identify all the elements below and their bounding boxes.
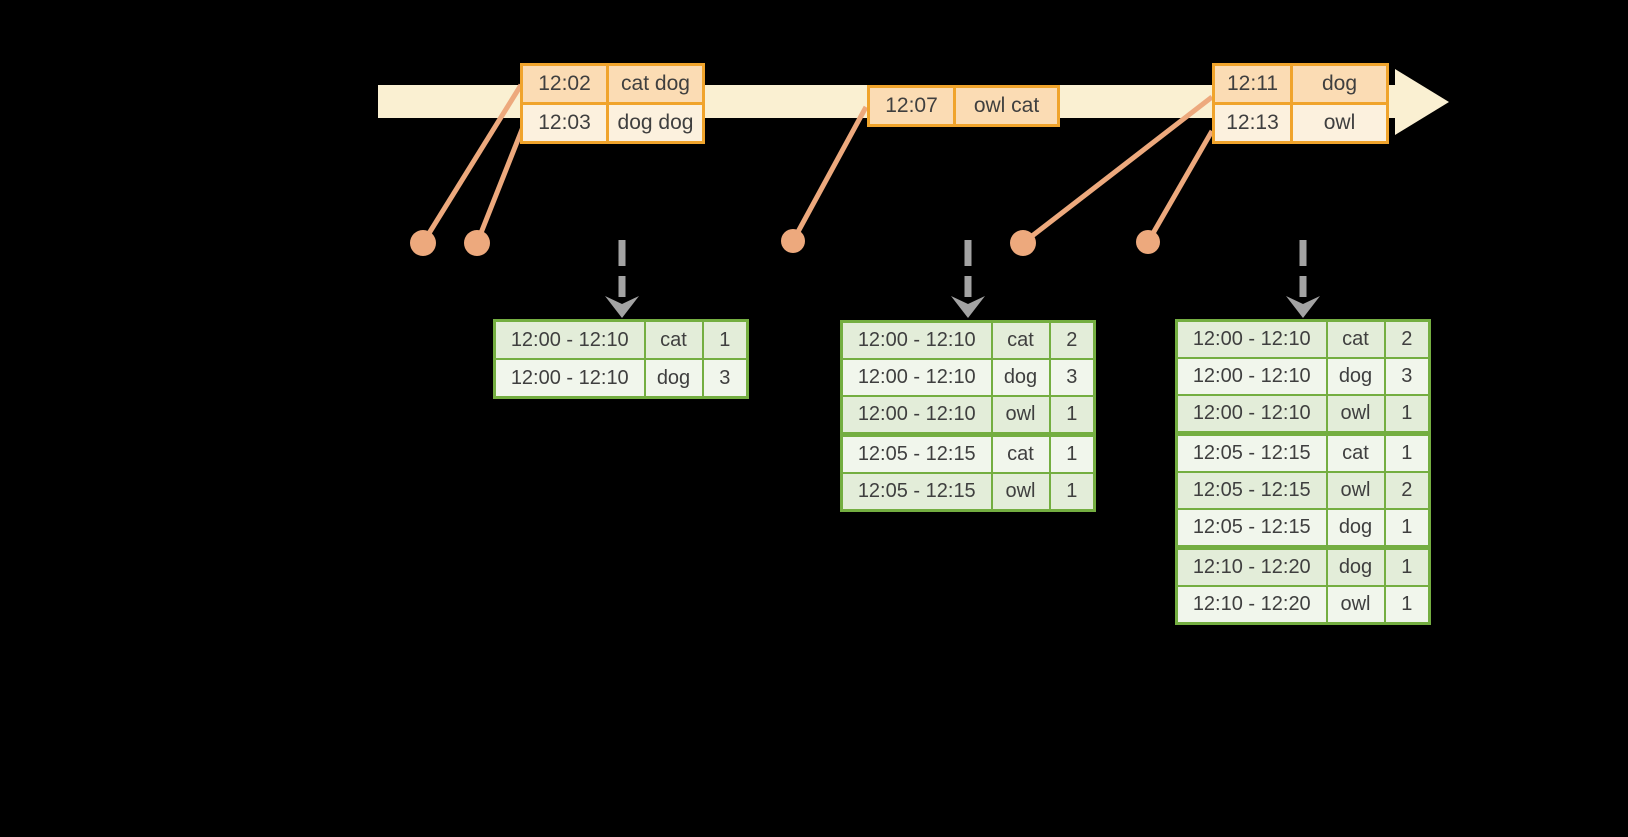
result-row: 12:05 - 12:15 cat 1 bbox=[1175, 431, 1431, 473]
word-cell: cat bbox=[1325, 431, 1386, 473]
event-dot bbox=[464, 230, 490, 256]
connector-line bbox=[474, 126, 526, 244]
result-table-2: 12:00 - 12:10 cat 2 12:00 - 12:10 dog 3 … bbox=[840, 320, 1096, 512]
trigger-arrowhead-icon bbox=[951, 296, 985, 318]
count-cell: 1 bbox=[1383, 394, 1431, 435]
window-cell: 12:00 - 12:10 bbox=[1175, 357, 1328, 396]
window-cell: 12:00 - 12:10 bbox=[840, 320, 993, 360]
window-cell: 12:05 - 12:15 bbox=[1175, 431, 1328, 473]
event-time-cell: 12:13 bbox=[1212, 102, 1293, 144]
event-dot bbox=[1010, 230, 1036, 256]
window-cell: 12:00 - 12:10 bbox=[493, 319, 646, 360]
word-cell: cat bbox=[990, 432, 1051, 474]
window-cell: 12:10 - 12:20 bbox=[1175, 585, 1328, 625]
count-cell: 1 bbox=[701, 319, 749, 360]
result-row: 12:10 - 12:20 owl 1 bbox=[1175, 585, 1431, 625]
window-cell: 12:00 - 12:10 bbox=[1175, 394, 1328, 435]
result-table-3: 12:00 - 12:10 cat 2 12:00 - 12:10 dog 3 … bbox=[1175, 319, 1431, 625]
event-table-2: 12:07 owl cat bbox=[867, 85, 1060, 127]
event-words-cell: dog bbox=[1290, 63, 1389, 105]
result-row: 12:00 - 12:10 cat 2 bbox=[840, 320, 1096, 360]
event-words-cell: dog dog bbox=[606, 102, 705, 144]
count-cell: 1 bbox=[1383, 545, 1431, 587]
count-cell: 3 bbox=[1048, 358, 1096, 397]
window-cell: 12:05 - 12:15 bbox=[840, 472, 993, 512]
result-row: 12:00 - 12:10 dog 3 bbox=[493, 358, 749, 399]
count-cell: 1 bbox=[1048, 395, 1096, 436]
word-cell: owl bbox=[1325, 585, 1386, 625]
connector-line bbox=[790, 105, 869, 243]
window-cell: 12:05 - 12:15 bbox=[840, 432, 993, 474]
result-row: 12:00 - 12:10 cat 2 bbox=[1175, 319, 1431, 359]
window-cell: 12:00 - 12:10 bbox=[840, 395, 993, 436]
connector-line bbox=[1145, 129, 1215, 244]
result-row: 12:05 - 12:15 dog 1 bbox=[1175, 508, 1431, 549]
result-row: 12:00 - 12:10 cat 1 bbox=[493, 319, 749, 360]
window-cell: 12:05 - 12:15 bbox=[1175, 471, 1328, 510]
word-cell: dog bbox=[990, 358, 1051, 397]
word-cell: dog bbox=[1325, 508, 1386, 549]
word-cell: owl bbox=[1325, 471, 1386, 510]
result-row: 12:05 - 12:15 owl 2 bbox=[1175, 471, 1431, 510]
event-words-cell: cat dog bbox=[606, 63, 705, 105]
count-cell: 2 bbox=[1383, 471, 1431, 510]
event-row: 12:07 owl cat bbox=[867, 85, 1060, 127]
event-row: 12:11 dog bbox=[1212, 63, 1389, 105]
word-cell: cat bbox=[643, 319, 704, 360]
event-table-3: 12:11 dog 12:13 owl bbox=[1212, 63, 1389, 144]
trigger-arrowhead-icon bbox=[605, 296, 639, 318]
result-row: 12:05 - 12:15 owl 1 bbox=[840, 472, 1096, 512]
result-row: 12:00 - 12:10 dog 3 bbox=[1175, 357, 1431, 396]
trigger-arrowhead-icon bbox=[1286, 296, 1320, 318]
word-cell: dog bbox=[1325, 357, 1386, 396]
word-cell: dog bbox=[1325, 545, 1386, 587]
word-cell: owl bbox=[990, 472, 1051, 512]
count-cell: 2 bbox=[1383, 319, 1431, 359]
count-cell: 1 bbox=[1383, 508, 1431, 549]
result-table-1: 12:00 - 12:10 cat 1 12:00 - 12:10 dog 3 bbox=[493, 319, 749, 399]
connector-line bbox=[420, 83, 524, 245]
event-time-cell: 12:07 bbox=[867, 85, 956, 127]
event-time-cell: 12:02 bbox=[520, 63, 609, 105]
event-table-1: 12:02 cat dog 12:03 dog dog bbox=[520, 63, 705, 144]
event-words-cell: owl bbox=[1290, 102, 1389, 144]
connector-line bbox=[1021, 95, 1214, 245]
word-cell: owl bbox=[1325, 394, 1386, 435]
window-cell: 12:00 - 12:10 bbox=[840, 358, 993, 397]
window-cell: 12:10 - 12:20 bbox=[1175, 545, 1328, 587]
count-cell: 1 bbox=[1383, 585, 1431, 625]
count-cell: 1 bbox=[1383, 431, 1431, 473]
event-time-cell: 12:03 bbox=[520, 102, 609, 144]
event-words-cell: owl cat bbox=[953, 85, 1060, 127]
count-cell: 3 bbox=[701, 358, 749, 399]
result-row: 12:00 - 12:10 dog 3 bbox=[840, 358, 1096, 397]
count-cell: 1 bbox=[1048, 472, 1096, 512]
event-dot bbox=[1136, 230, 1160, 254]
event-row: 12:13 owl bbox=[1212, 102, 1389, 144]
window-cell: 12:05 - 12:15 bbox=[1175, 508, 1328, 549]
event-dot bbox=[781, 229, 805, 253]
event-row: 12:03 dog dog bbox=[520, 102, 705, 144]
event-row: 12:02 cat dog bbox=[520, 63, 705, 105]
result-row: 12:00 - 12:10 owl 1 bbox=[840, 395, 1096, 436]
count-cell: 1 bbox=[1048, 432, 1096, 474]
count-cell: 3 bbox=[1383, 357, 1431, 396]
result-row: 12:00 - 12:10 owl 1 bbox=[1175, 394, 1431, 435]
word-cell: cat bbox=[1325, 319, 1386, 359]
result-row: 12:05 - 12:15 cat 1 bbox=[840, 432, 1096, 474]
result-row: 12:10 - 12:20 dog 1 bbox=[1175, 545, 1431, 587]
event-dot bbox=[410, 230, 436, 256]
word-cell: owl bbox=[990, 395, 1051, 436]
window-cell: 12:00 - 12:10 bbox=[1175, 319, 1328, 359]
window-cell: 12:00 - 12:10 bbox=[493, 358, 646, 399]
timeline-arrowhead-icon bbox=[1395, 69, 1449, 135]
word-cell: dog bbox=[643, 358, 704, 399]
event-time-cell: 12:11 bbox=[1212, 63, 1293, 105]
count-cell: 2 bbox=[1048, 320, 1096, 360]
word-cell: cat bbox=[990, 320, 1051, 360]
